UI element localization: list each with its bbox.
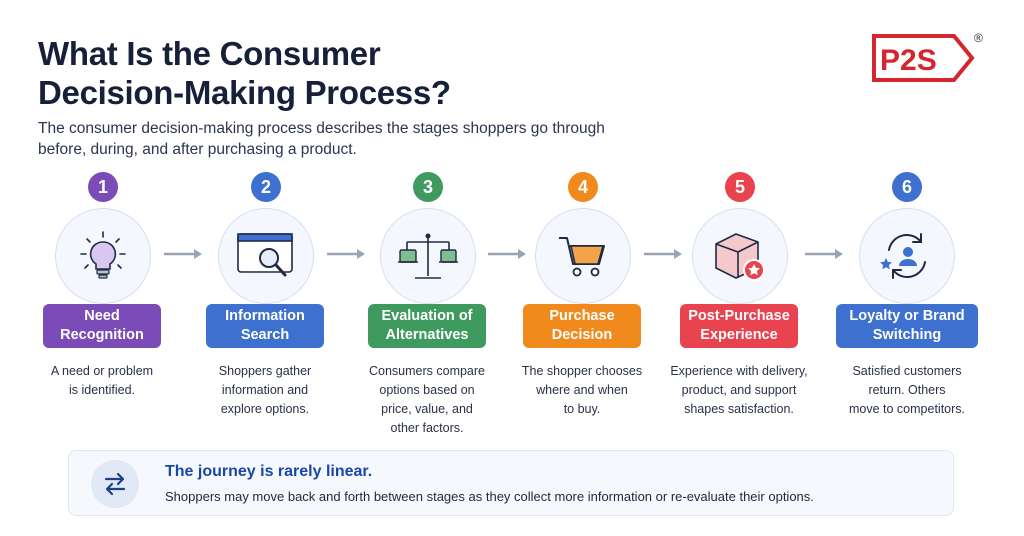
loyalty-cycle-icon bbox=[880, 233, 926, 279]
package-star-icon bbox=[715, 233, 765, 281]
step-number-badge: 4 bbox=[568, 172, 598, 202]
step-label-line-2: Decision bbox=[551, 327, 613, 343]
right-arrow-icon bbox=[805, 249, 843, 259]
step-description-line: product, and support bbox=[681, 383, 797, 397]
step-description-line: A need or problem bbox=[50, 364, 154, 378]
step-label-line-1: Post-Purchase bbox=[688, 308, 790, 324]
page-title: What Is the Consumer Decision-Making Pro… bbox=[38, 34, 451, 112]
lightbulb-icon bbox=[80, 231, 126, 279]
step-description-line: price, value, and bbox=[381, 402, 473, 416]
step-description-line: move to competitors. bbox=[848, 402, 965, 416]
step-label-line-1: Purchase bbox=[549, 308, 615, 324]
step-description-line: The shopper chooses bbox=[521, 364, 643, 378]
note-icon-circle bbox=[91, 460, 139, 508]
p2s-logo: P2S ® bbox=[868, 28, 988, 88]
swap-arrows-icon bbox=[104, 472, 126, 496]
step-description-line: where and when bbox=[536, 383, 628, 397]
page-title-line-1: What Is the Consumer bbox=[38, 35, 381, 72]
step-description: Shoppers gather information and explore … bbox=[190, 362, 340, 419]
step-description-line: options based on bbox=[379, 383, 475, 397]
step-description: Satisfied customers return. Others move … bbox=[832, 362, 982, 419]
step-description-line: Shoppers gather bbox=[218, 364, 312, 378]
step-description-line: shapes satisfaction. bbox=[684, 402, 794, 416]
right-arrow-icon bbox=[164, 249, 202, 259]
step-number-badge: 1 bbox=[88, 172, 118, 202]
shopping-cart-icon bbox=[559, 237, 605, 277]
step-description-line: Experience with delivery, bbox=[670, 364, 808, 378]
right-arrow-icon bbox=[644, 249, 682, 259]
step-description-line: to buy. bbox=[563, 402, 601, 416]
step-label-line-1: Need bbox=[84, 308, 120, 324]
step-label: Evaluation of Alternatives bbox=[368, 304, 486, 348]
step-label-line-1: Evaluation of bbox=[381, 308, 473, 324]
step-description: Consumers compare options based on price… bbox=[352, 362, 502, 438]
step-label-line-2: Search bbox=[240, 327, 290, 343]
balance-scale-icon bbox=[398, 233, 458, 279]
step-number-badge: 2 bbox=[251, 172, 281, 202]
step-description: Experience with delivery, product, and s… bbox=[664, 362, 814, 419]
step-icon-circle bbox=[218, 208, 314, 304]
step-label-line-2: Experience bbox=[700, 327, 778, 343]
p2s-logo-mark: P2S ® bbox=[872, 31, 983, 82]
step-description-line: other factors. bbox=[390, 421, 464, 435]
step-number-badge: 5 bbox=[725, 172, 755, 202]
step-label-line-1: Information bbox=[225, 308, 305, 324]
note-text: Shoppers may move back and forth between… bbox=[165, 489, 814, 504]
step-description-line: is identified. bbox=[68, 383, 135, 397]
step-icon-circle bbox=[380, 208, 476, 304]
step-description-line: Consumers compare bbox=[368, 364, 485, 378]
step-description: A need or problem is identified. bbox=[27, 362, 177, 400]
step-label-line-2: Recognition bbox=[60, 327, 144, 343]
page-title-line-2: Decision-Making Process? bbox=[38, 74, 451, 111]
step-description-line: return. Others bbox=[868, 383, 946, 397]
browser-search-icon bbox=[237, 233, 293, 277]
note-title: The journey is rarely linear. bbox=[165, 463, 373, 480]
p2s-logo-registered: ® bbox=[974, 31, 983, 45]
step-description-line: Satisfied customers bbox=[852, 364, 962, 378]
page-subtitle: The consumer decision-making process des… bbox=[38, 120, 605, 158]
right-arrow-icon bbox=[488, 249, 526, 259]
step-icon-circle bbox=[859, 208, 955, 304]
step-description-line: information and bbox=[221, 383, 309, 397]
step-icon-circle bbox=[55, 208, 151, 304]
nonlinear-journey-note: The journey is rarely linear. Shoppers m… bbox=[68, 450, 954, 516]
step-label-line-2: Alternatives bbox=[385, 327, 469, 343]
step-label-line-1: Loyalty or Brand bbox=[849, 308, 965, 324]
step-label-line-2: Switching bbox=[872, 327, 942, 343]
right-arrow-icon bbox=[327, 249, 365, 259]
step-icon-circle bbox=[692, 208, 788, 304]
step-description-line: explore options. bbox=[220, 402, 310, 416]
step-icon-circle bbox=[535, 208, 631, 304]
step-description: The shopper chooses where and when to bu… bbox=[507, 362, 657, 419]
step-number-badge: 6 bbox=[892, 172, 922, 202]
p2s-logo-text: P2S bbox=[880, 44, 937, 77]
step-number-badge: 3 bbox=[413, 172, 443, 202]
